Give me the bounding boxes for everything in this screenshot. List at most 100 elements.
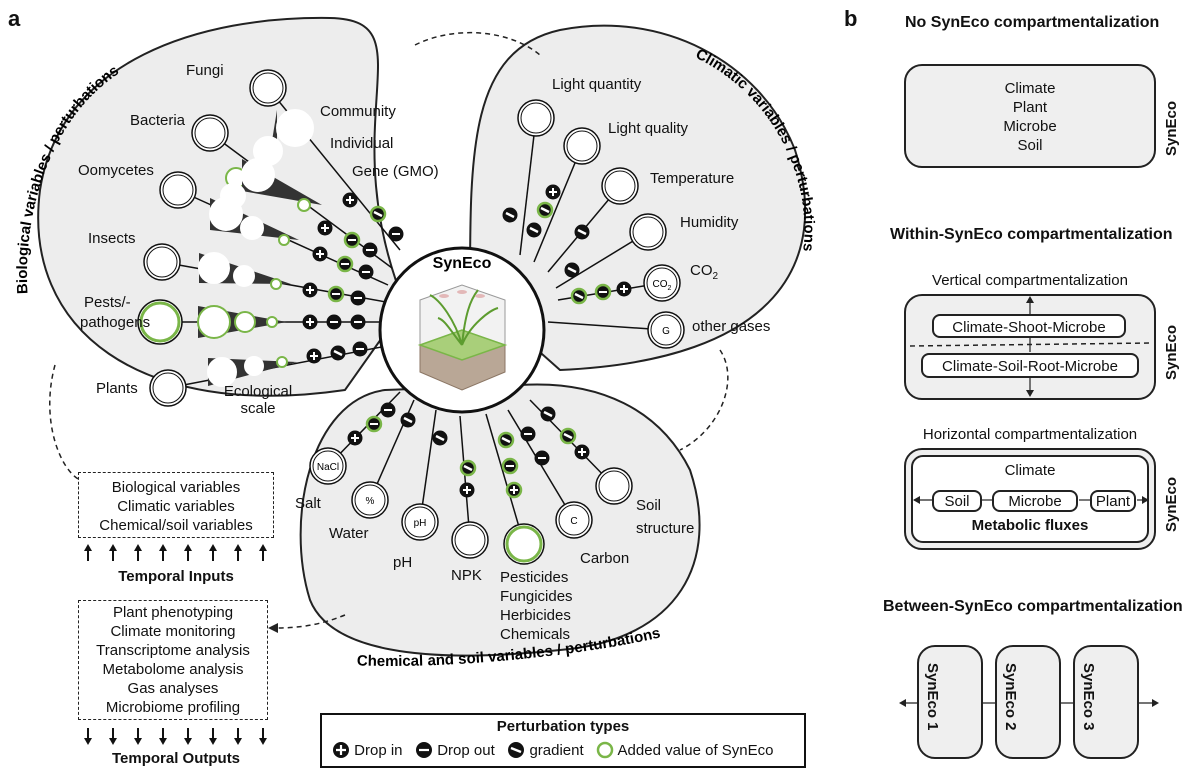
spoke-line	[485, 413, 525, 545]
perturbation-badge-in	[342, 192, 358, 208]
perturbation-badge-out	[358, 264, 374, 280]
svg-text:%: %	[366, 496, 375, 507]
perturbation-badge-out	[362, 242, 378, 258]
climatic-petal	[468, 24, 807, 372]
temporal-outputs-label: Temporal Outputs	[111, 750, 241, 767]
perturbation-badge-in	[347, 430, 363, 446]
gradient-icon	[508, 742, 525, 758]
label-structure: structure	[636, 520, 695, 537]
syneco-unit-2	[995, 645, 1061, 759]
scale-circle	[207, 357, 237, 387]
label-chemicals-list: Pesticides Fungicides Herbicides Chemica…	[500, 569, 573, 643]
perturbation-badge-gr	[432, 430, 448, 446]
input-arrows	[78, 543, 274, 563]
perturbation-badge-out	[594, 283, 612, 301]
perturbation-badge-out	[350, 290, 366, 306]
dashed-connector	[414, 31, 541, 56]
arrow-head	[268, 623, 278, 633]
label-other-gases: other gases	[692, 318, 771, 335]
label-light-quantity: Light quantity	[552, 76, 642, 93]
chemical-petal	[299, 383, 701, 657]
scale-circle	[234, 311, 256, 333]
inputs-list: Biological variables Climatic variables …	[99, 479, 253, 534]
up-arrow-icon	[109, 544, 117, 561]
water-icon: %	[351, 481, 389, 519]
perturbation-badge-out	[388, 226, 404, 242]
perturbation-badge-out	[336, 255, 354, 273]
label-oomycetes: Oomycetes	[78, 162, 154, 179]
perturbation-badge-out	[365, 415, 383, 433]
perturbation-badge-in	[302, 314, 318, 330]
perturbation-badge-out	[326, 314, 342, 330]
horizontal-flux-arrows	[913, 496, 1149, 504]
label-insects: Insects	[88, 230, 136, 247]
spoke-line	[547, 321, 667, 331]
perturbation-badge-out	[343, 231, 361, 249]
down-arrow-icon	[159, 728, 167, 745]
plant-icon	[149, 369, 187, 407]
up-arrow-icon	[84, 544, 92, 561]
perturbation-legend: Perturbation types Drop in Drop out grad…	[320, 713, 806, 768]
scale-circle	[276, 356, 288, 368]
syneco-unit-3-text: SynEco 3	[1080, 663, 1097, 731]
up-arrow-icon	[259, 544, 267, 561]
label-npk: NPK	[451, 567, 482, 584]
up-arrow-icon	[134, 544, 142, 561]
label-community: Community	[320, 103, 396, 120]
perturbation-badge-out	[534, 450, 550, 466]
spoke-line	[459, 415, 471, 541]
perturbation-badge-in	[459, 482, 475, 498]
carbon-icon: C	[555, 501, 593, 539]
label-plants: Plants	[96, 380, 138, 397]
label-temperature: Temperature	[650, 170, 735, 187]
perturbation-badge-in	[574, 444, 590, 460]
down-arrow-icon	[84, 728, 92, 745]
vertical-top-compartment: Climate-Shoot-Microbe	[932, 314, 1126, 338]
ecosystem-diagram: SynEco Biological variables / perturbati…	[14, 16, 817, 670]
scale-circle	[240, 216, 264, 240]
perturbation-badge-gr	[459, 459, 477, 477]
up-arrow-icon	[234, 544, 242, 561]
label-pathogens: pathogens	[80, 314, 151, 331]
co2-icon: CO2	[643, 264, 681, 302]
perturbation-badge-out	[380, 402, 396, 418]
gas-icon: G	[647, 311, 685, 349]
scale-circle	[197, 305, 231, 339]
scale-circle	[297, 198, 311, 212]
light-quality-icon	[563, 127, 601, 165]
svg-text:C: C	[570, 516, 577, 527]
added-value-icon	[596, 741, 614, 759]
perturbation-badge-in	[317, 220, 333, 236]
sun-icon	[517, 99, 555, 137]
perturbation-badge-in	[545, 184, 561, 200]
down-arrow-icon	[259, 728, 267, 745]
label-bacteria: Bacteria	[130, 112, 186, 129]
horizontal-title: Horizontal compartmentalization	[922, 426, 1138, 443]
panel-a-letter: a	[8, 6, 21, 31]
perturbation-badge-gr	[526, 222, 542, 238]
perturbation-badge-in	[302, 282, 318, 298]
pathogen-icon	[137, 299, 183, 345]
panel-b-letter: b	[844, 6, 858, 31]
syneco-unit-1	[917, 645, 983, 759]
label-pests: Pests/-	[84, 294, 131, 311]
perturbation-badge-gr	[497, 431, 515, 449]
scale-circle	[270, 278, 282, 290]
temporal-inputs-label: Temporal Inputs	[118, 568, 234, 585]
label-ph: pH	[393, 554, 413, 571]
label-water: Water	[329, 525, 369, 542]
salt-icon: NaCl	[309, 447, 347, 485]
output-arrows	[78, 726, 274, 746]
insect-icon	[143, 243, 181, 281]
scale-circle	[198, 252, 230, 284]
no-comp-box: Climate Plant Microbe Soil	[904, 64, 1156, 168]
perturbation-badge-out	[350, 314, 366, 330]
perturbation-badge-gr	[536, 201, 554, 219]
scale-circle	[233, 265, 255, 287]
perturbation-badge-in	[306, 348, 322, 364]
label-light-quality: Light quality	[608, 120, 689, 137]
legend-items: Drop in Drop out gradient Added value of…	[332, 741, 773, 759]
bacteria-icon	[191, 114, 229, 152]
down-arrow-icon	[184, 728, 192, 745]
